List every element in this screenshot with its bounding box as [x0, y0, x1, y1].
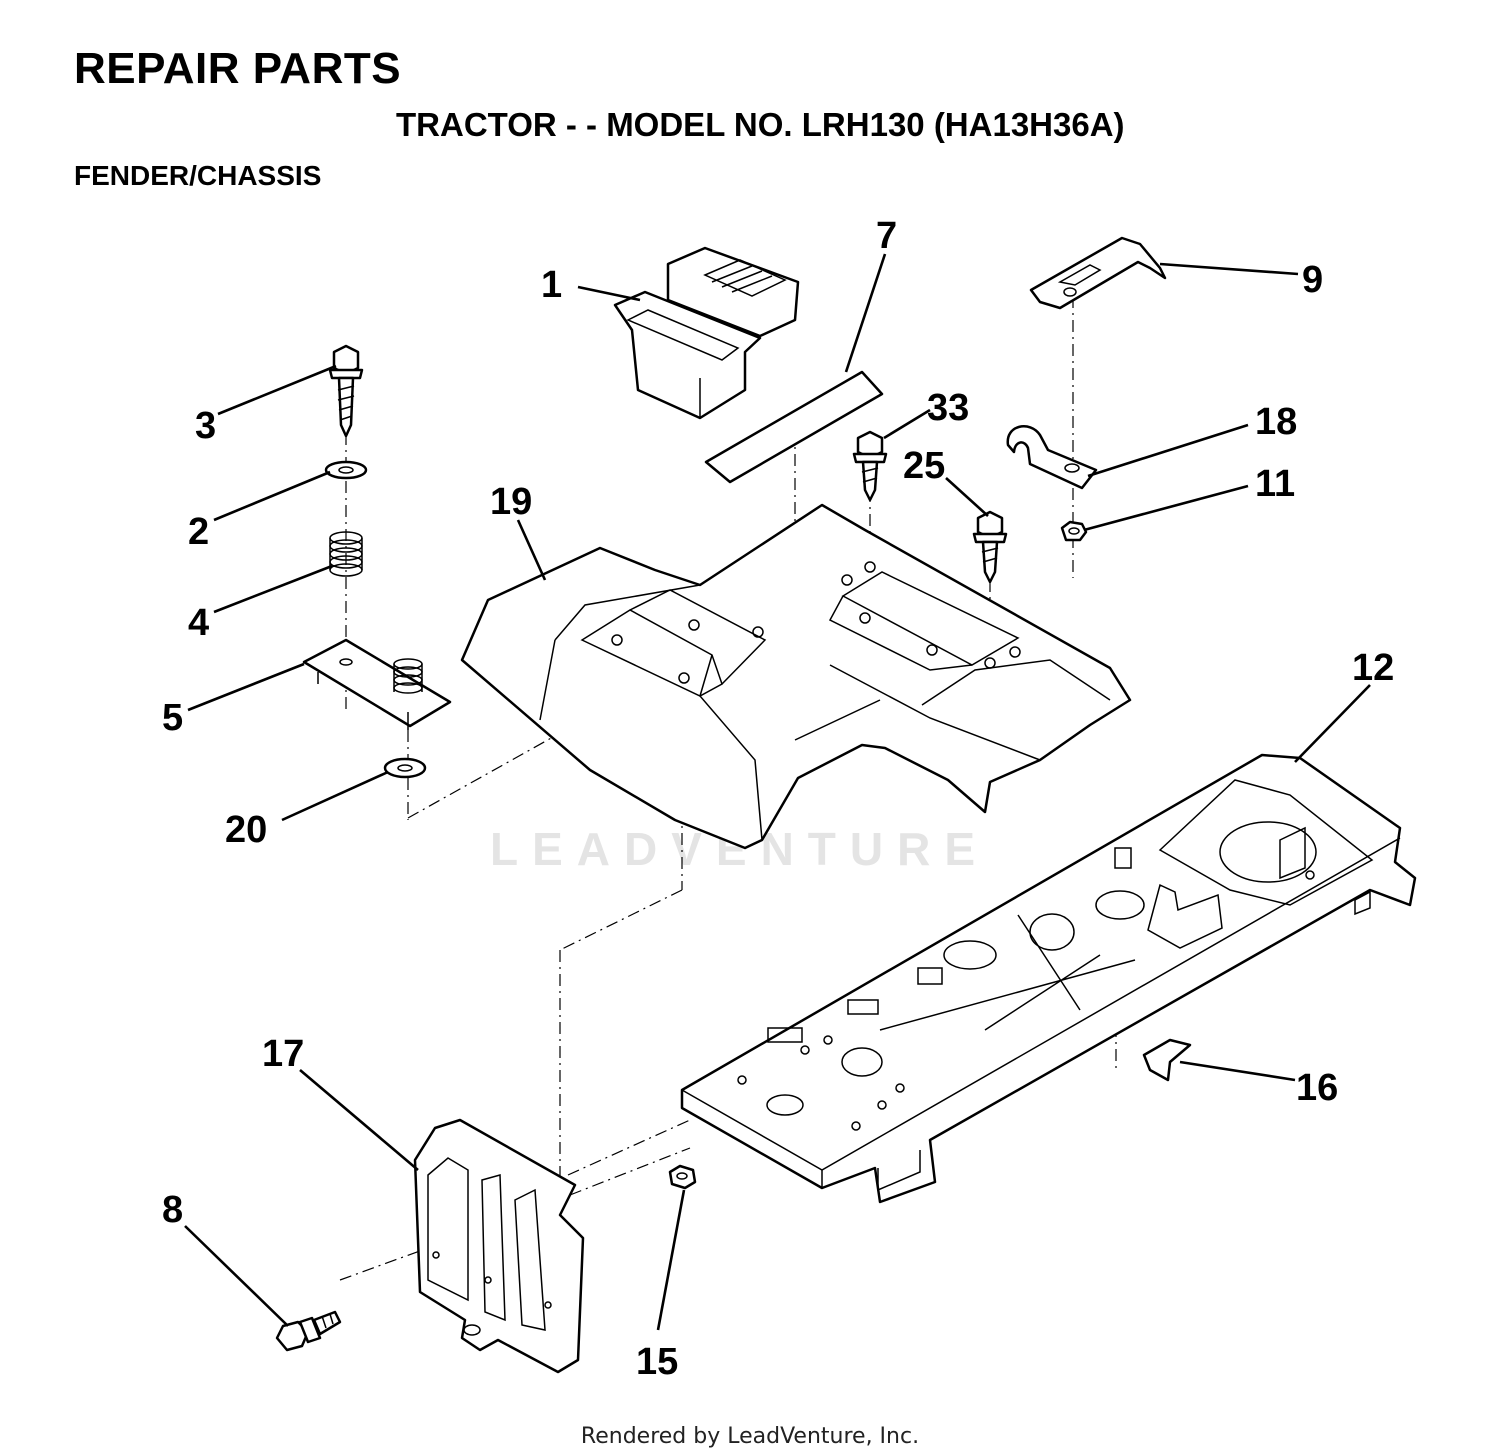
callout-4: 4 [188, 602, 209, 644]
callout-12: 12 [1352, 647, 1394, 689]
callout-labels: 1 7 9 3 33 18 25 11 2 19 4 12 5 20 17 16… [162, 215, 1394, 1383]
part-8-bolt [275, 1310, 342, 1352]
callout-19: 19 [490, 481, 532, 523]
part-18-clamp [1006, 425, 1098, 490]
model-subtitle: TRACTOR - - MODEL NO. LRH130 (HA13H36A) [396, 106, 1125, 143]
callout-17: 17 [262, 1033, 304, 1075]
part-25-bolt [972, 510, 1008, 584]
callout-16: 16 [1296, 1067, 1338, 1109]
callout-15: 15 [636, 1341, 678, 1383]
callout-8: 8 [162, 1189, 183, 1231]
part-16-clip [1142, 1038, 1192, 1082]
part-20-washer [383, 757, 427, 779]
part-9-bracket [1029, 236, 1167, 310]
part-33-bolt [852, 430, 888, 502]
callout-2: 2 [188, 511, 209, 553]
callout-9: 9 [1302, 259, 1323, 301]
callout-1: 1 [541, 264, 562, 306]
callout-3: 3 [195, 405, 216, 447]
callout-20: 20 [225, 809, 267, 851]
part-1-storage-tray [613, 246, 800, 420]
part-7-decal [704, 370, 884, 484]
footer-credit: Rendered by LeadVenture, Inc. [580, 1424, 920, 1449]
part-2-washer [324, 460, 368, 480]
part-3-bolt [328, 344, 364, 438]
callout-25: 25 [903, 445, 945, 487]
part-4-spring [329, 531, 363, 577]
callout-18: 18 [1255, 401, 1297, 443]
callout-5: 5 [162, 697, 183, 739]
leader-lines [184, 253, 1371, 1331]
page-title: REPAIR PARTS [74, 44, 402, 93]
part-19-fender [460, 503, 1132, 850]
part-17-mount-plate [413, 1118, 585, 1374]
part-11-nut [1060, 520, 1088, 542]
callout-33: 33 [927, 387, 969, 429]
part-15-nut [668, 1164, 697, 1190]
callout-11: 11 [1255, 463, 1295, 505]
part-12-chassis-frame [680, 753, 1417, 1204]
section-title: FENDER/CHASSIS [74, 160, 322, 191]
part-5-spring-plate [302, 638, 452, 730]
callout-7: 7 [876, 215, 897, 257]
